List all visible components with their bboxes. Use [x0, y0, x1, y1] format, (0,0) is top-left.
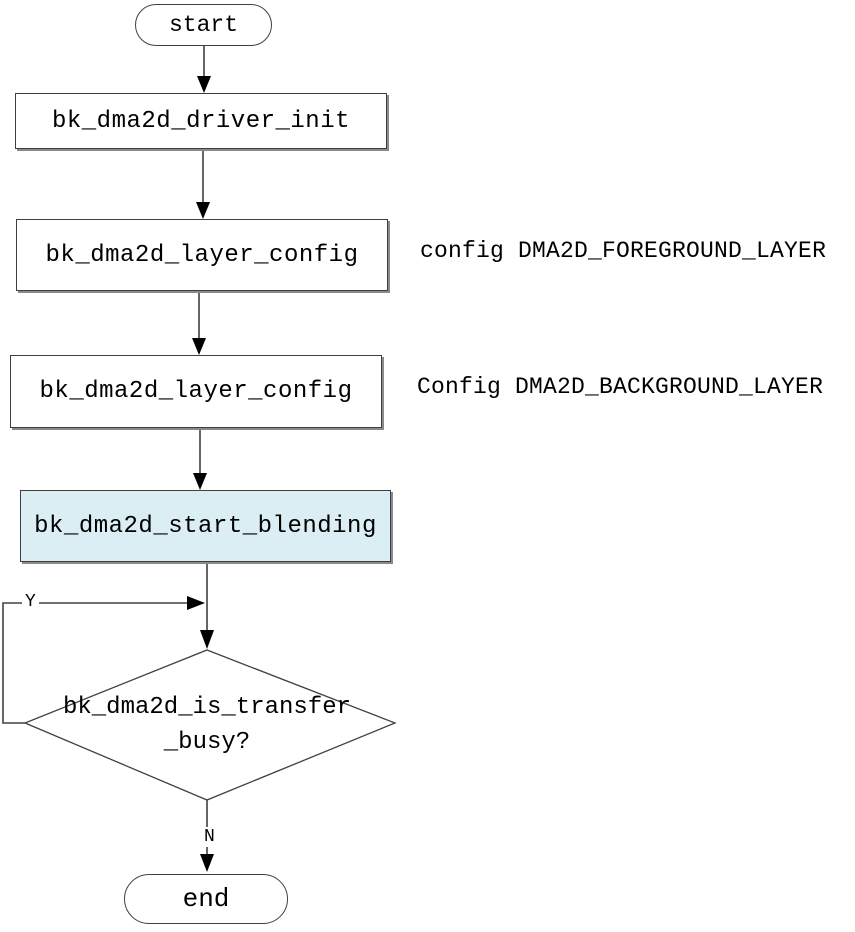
edge-label-no: N: [201, 827, 218, 847]
decision-label-line2: _busy?: [163, 729, 251, 756]
arrowhead-down-icon: [192, 338, 206, 355]
edge-decision-yes-loop: [2, 602, 188, 724]
annotation-background-layer: Config DMA2D_BACKGROUND_LAYER: [417, 374, 824, 400]
end-terminator: end: [124, 874, 288, 924]
decision-label: bk_dma2d_is_transfer _busy?: [25, 690, 389, 760]
decision-label-line1: bk_dma2d_is_transfer: [62, 694, 352, 721]
annotation-foreground-layer: config DMA2D_FOREGROUND_LAYER: [420, 238, 827, 264]
arrowhead-down-icon: [196, 202, 210, 219]
arrowhead-down-icon: [193, 473, 207, 490]
arrowhead-right-icon: [187, 596, 205, 610]
process-start-blending-highlighted: bk_dma2d_start_blending: [20, 490, 391, 562]
arrowhead-down-icon: [200, 630, 214, 649]
process-layer-config-foreground: bk_dma2d_layer_config: [16, 219, 388, 291]
arrowhead-down-icon: [197, 76, 211, 93]
arrowhead-down-icon: [200, 854, 214, 872]
start-terminator: start: [135, 4, 272, 46]
process-layer-config-background: bk_dma2d_layer_config: [10, 355, 382, 428]
edge-label-yes: Y: [22, 592, 39, 612]
process-driver-init: bk_dma2d_driver_init: [15, 93, 387, 149]
